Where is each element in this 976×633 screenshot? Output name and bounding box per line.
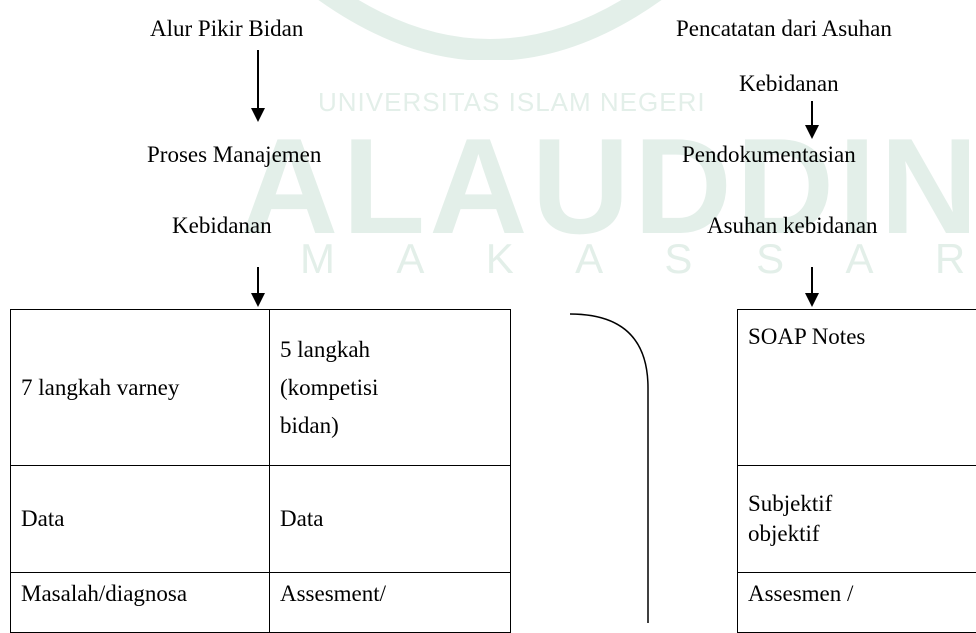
table-row: Masalah/diagnosa Assesment/ xyxy=(11,573,511,633)
table-cell: Assesmen / xyxy=(738,573,976,633)
down-arrow-icon xyxy=(251,50,265,122)
table-cell: Assesment/ xyxy=(270,573,511,633)
table-row: Subjektif objektif xyxy=(738,466,976,573)
right-flow-title-line1: Pencatatan dari Asuhan xyxy=(676,17,892,40)
left-flow-step-line2: Kebidanan xyxy=(172,214,272,237)
curved-bracket xyxy=(570,313,660,623)
table-row: Data Data xyxy=(11,466,511,573)
table-cell: Data xyxy=(11,466,270,573)
table-cell: Data xyxy=(270,466,511,573)
table-row: SOAP Notes xyxy=(738,310,976,466)
down-arrow-icon xyxy=(805,101,819,139)
down-arrow-icon xyxy=(251,267,265,307)
table-row: 7 langkah varney 5 langkah (kompetisi bi… xyxy=(11,310,511,466)
table-cell: Subjektif objektif xyxy=(738,466,976,573)
table-cell: 7 langkah varney xyxy=(11,310,270,466)
left-flow-step-line1: Proses Manajemen xyxy=(147,143,321,166)
right-flow-title-line2: Kebidanan xyxy=(739,72,839,95)
watermark-city: M A K A S S A R xyxy=(300,238,976,280)
right-flow-step-line1: Pendokumentasian xyxy=(682,143,856,166)
table-cell: Masalah/diagnosa xyxy=(11,573,270,633)
table-cell: 5 langkah (kompetisi bidan) xyxy=(270,310,511,466)
table-cell: SOAP Notes xyxy=(738,310,976,466)
left-flow-title: Alur Pikir Bidan xyxy=(150,17,303,40)
table-row: Assesmen / xyxy=(738,573,976,633)
down-arrow-icon xyxy=(805,267,819,307)
watermark-arc xyxy=(300,0,680,60)
langkah-table: 7 langkah varney 5 langkah (kompetisi bi… xyxy=(10,309,511,633)
right-flow-step-line2: Asuhan kebidanan xyxy=(707,214,878,237)
soap-table: SOAP Notes Subjektif objektif Assesmen / xyxy=(737,309,976,633)
